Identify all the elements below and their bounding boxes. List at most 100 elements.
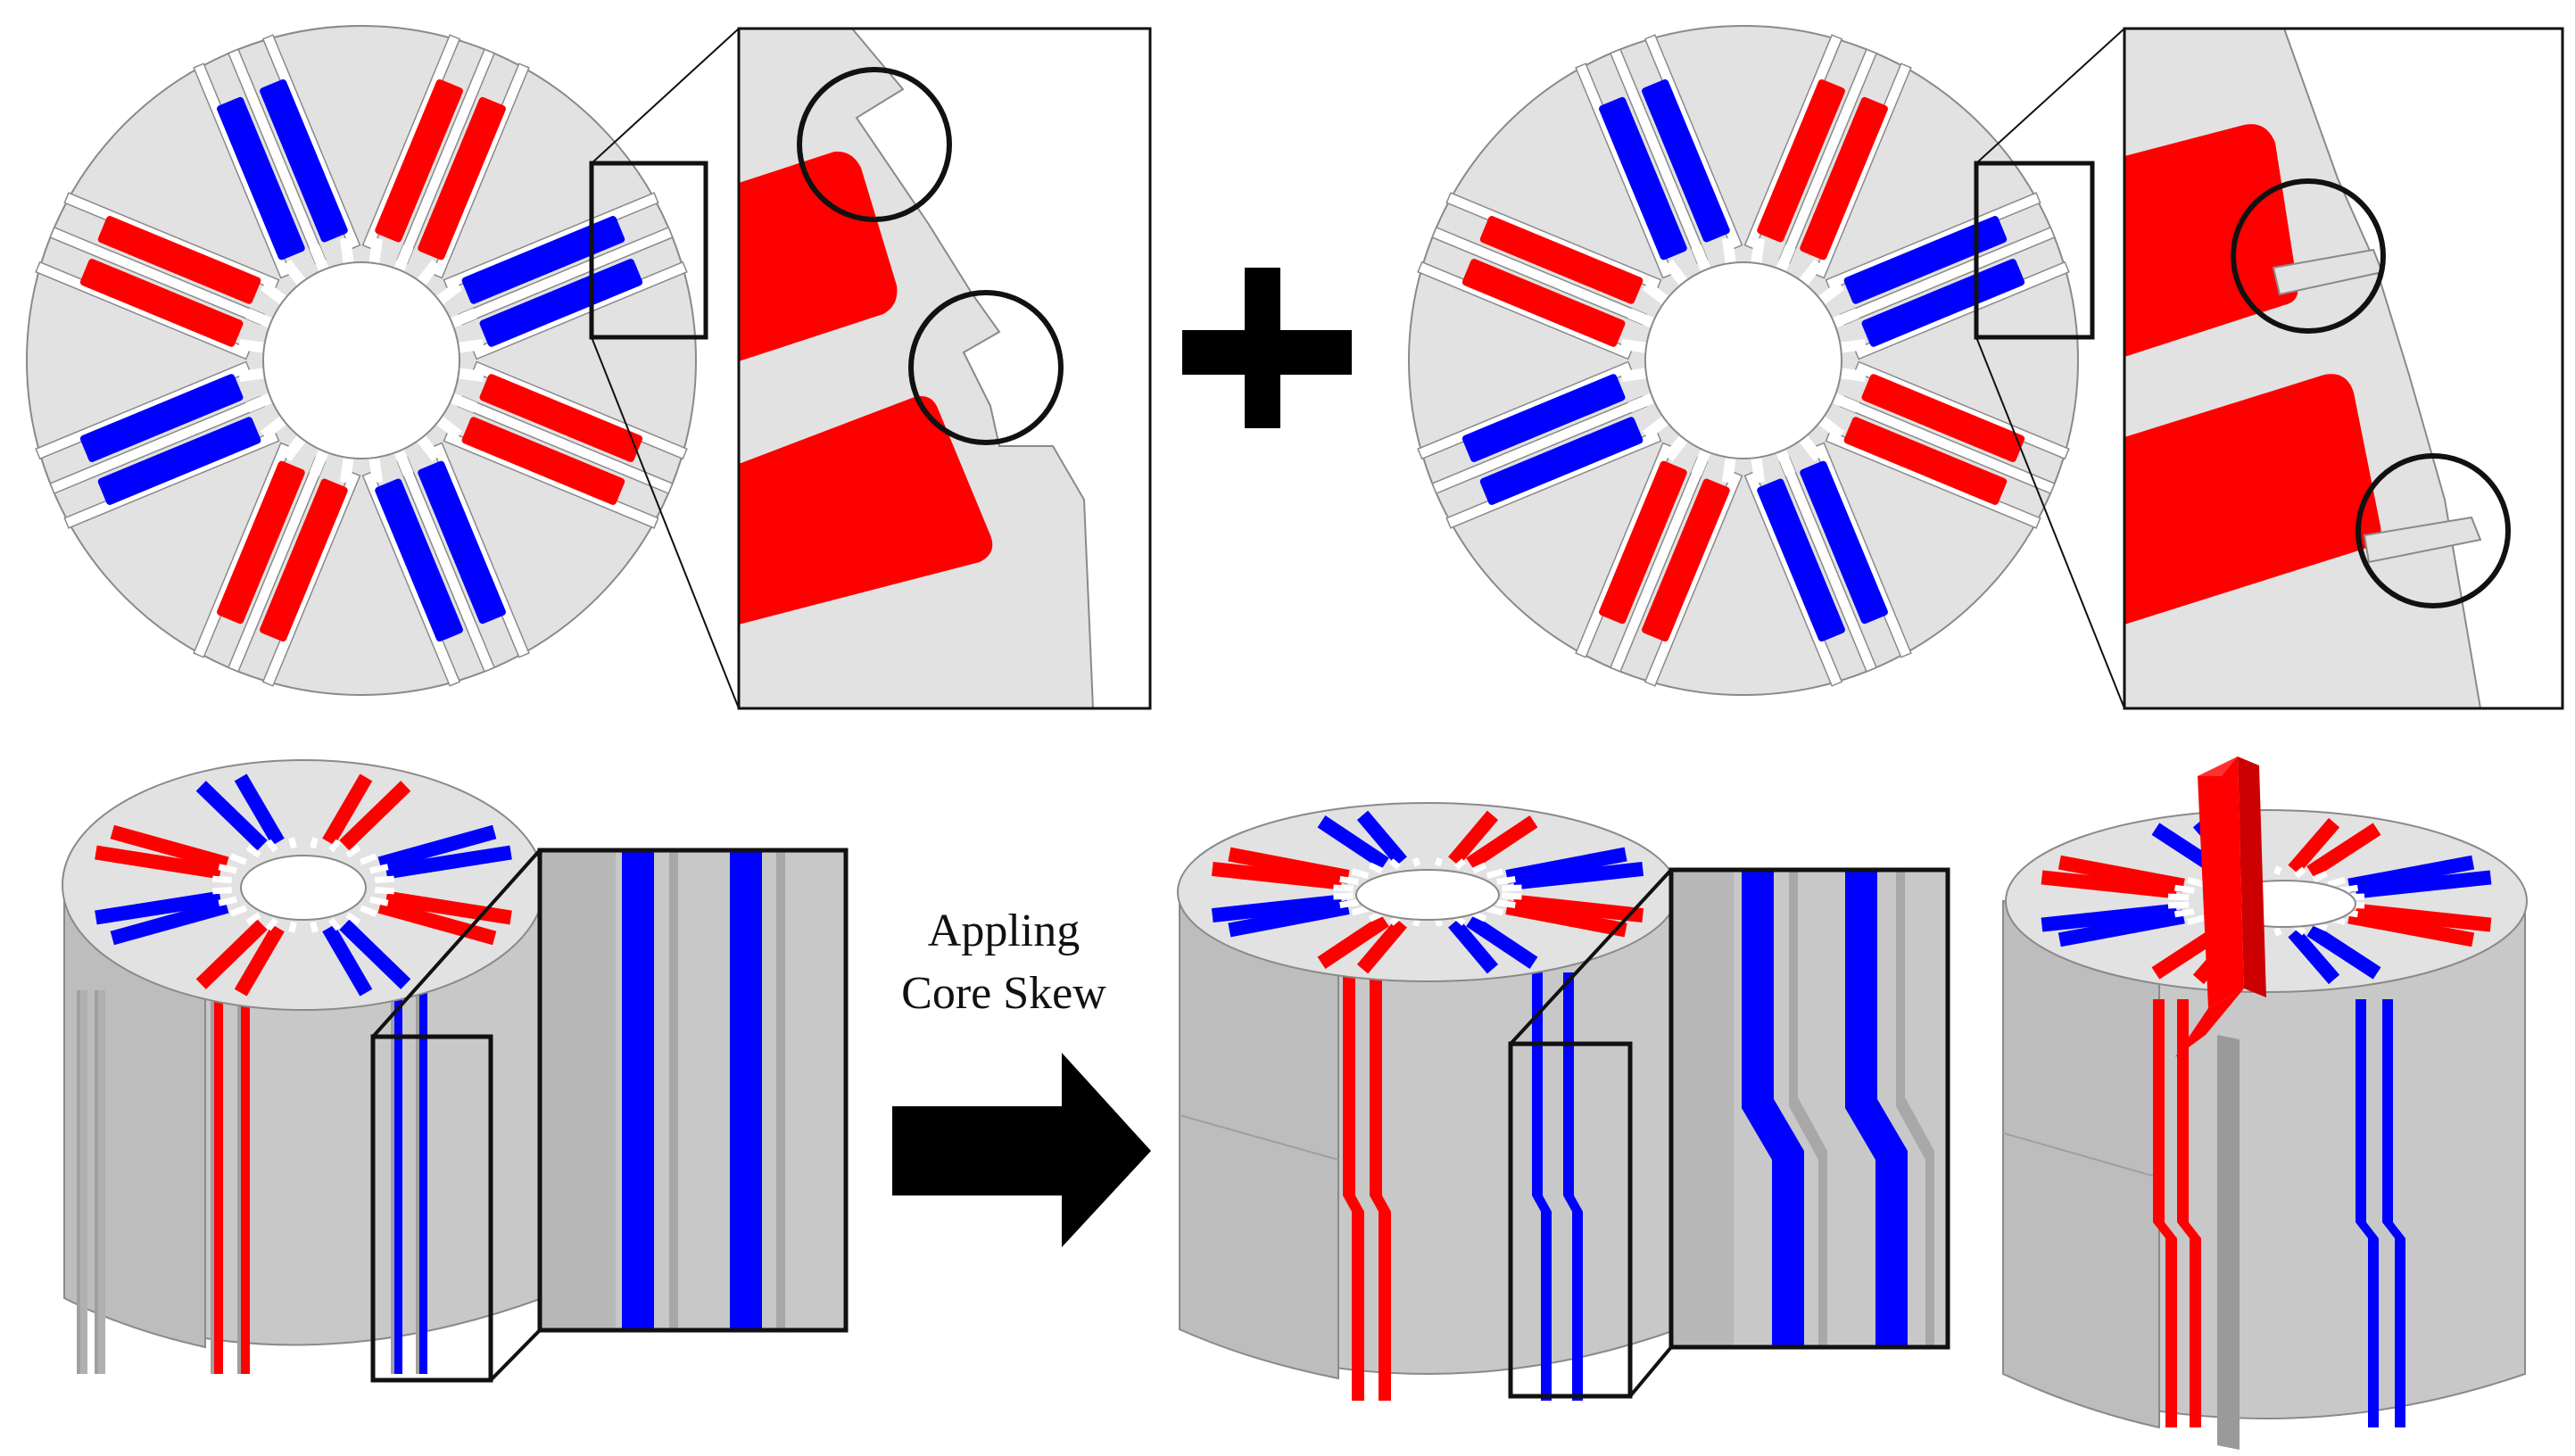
tooth-slot [218,864,237,874]
tooth-slot [1817,414,1845,440]
magnet [375,79,463,243]
magnet-stripe [1563,972,1583,1401]
magnet [1800,460,1888,625]
magnet [1466,815,1538,870]
tooth-slot [1339,875,1359,885]
tooth-slot [1620,368,1649,382]
tooth-slot [2173,884,2195,894]
magnet [217,460,305,625]
magnet [1843,417,2008,505]
magnet-pole [1575,442,1743,687]
magnet [1479,216,1644,304]
tooth-slot [218,896,237,906]
magnet [461,417,625,505]
tooth-slot [368,455,383,484]
magnet-pole [193,442,361,687]
tooth-slot [369,896,389,906]
magnet [1211,861,1343,890]
stator-bore [262,261,460,459]
magnet-pole [361,34,530,279]
zoom-inset-3d-middle [1668,867,1950,1350]
magnet [195,781,268,851]
magnet [79,259,244,347]
stator-cross-section-left [26,25,697,696]
magnet [2306,923,2381,980]
slot-gap [95,990,100,1374]
tooth-slot [2167,901,2190,909]
tooth-slot [266,839,278,853]
tooth-slot [309,447,330,476]
magnet-pole [1743,34,1912,279]
zoom-box-right [1974,161,2095,340]
magnet [1448,918,1499,974]
tooth-slot [1797,259,1823,287]
magnet [110,899,229,946]
magnet [1228,847,1350,884]
magnet [2041,870,2178,899]
slot-gap [391,990,396,1374]
tooth-slot [359,853,377,865]
magnet [418,460,506,625]
magnet [1642,79,1730,243]
magnet [95,890,222,925]
magnet [2058,855,2185,893]
magnet [479,374,643,462]
caption-line-1: Appling [928,906,1080,956]
zoom-line [489,1328,542,1382]
tooth-slot [238,339,267,353]
right-arrow-icon [892,1053,1151,1247]
highlight-circle [2231,178,2386,334]
tooth-slot [345,844,361,858]
tooth-slot [340,455,354,484]
magnet-pole [443,360,688,529]
tooth-slot [260,281,288,307]
tooth-slot [1496,875,1516,885]
tooth-slot [245,392,275,413]
tooth-slot [1722,237,1736,266]
stator-3d-unskewed [62,759,545,1374]
magnet [2355,870,2492,899]
tooth-slot [1664,259,1690,287]
tooth-slot [1830,392,1859,413]
tooth-slot [345,912,361,926]
magnet [195,919,268,989]
magnet-stripe [214,990,223,1374]
tooth-slot [1412,857,1421,867]
tooth-slot [1751,237,1765,266]
tooth-slot [1664,434,1690,462]
magnet [2041,903,2178,932]
zoom-line-right-bottom [1975,336,2125,709]
tooth-slot [328,839,341,853]
magnet [1211,894,1343,923]
tooth-slot [309,244,330,274]
tooth-slot [1502,884,1522,892]
tooth-slot [1434,857,1444,867]
tooth-slot [2173,908,2195,918]
tooth-slot [1775,244,1796,274]
magnet [217,96,305,261]
magnet [1448,810,1499,866]
magnet [322,774,373,846]
tooth-slot [435,281,463,307]
magnet [260,79,348,243]
magnet [1642,478,1730,642]
magnet [418,96,506,261]
caption-line-2: Core Skew [901,968,1106,1019]
zoom-box-left [589,161,708,340]
tooth-slot [456,368,484,382]
magnet [1466,914,1538,969]
tooth-slot [1797,434,1823,462]
magnet [97,216,261,304]
tooth-slot [310,921,319,933]
tooth-slot [456,339,484,353]
magnet [110,824,229,871]
tooth-slot [2312,871,2328,882]
magnet-stripe [98,990,105,1374]
zoom-inset-right [2123,27,2564,710]
tooth-slot [282,259,308,287]
tooth-slot [288,837,297,849]
slot-gap [416,990,421,1374]
zoom-inset-3d-left [537,848,849,1333]
tooth-slot [2187,877,2206,888]
magnet-stripe [2153,999,2177,1427]
